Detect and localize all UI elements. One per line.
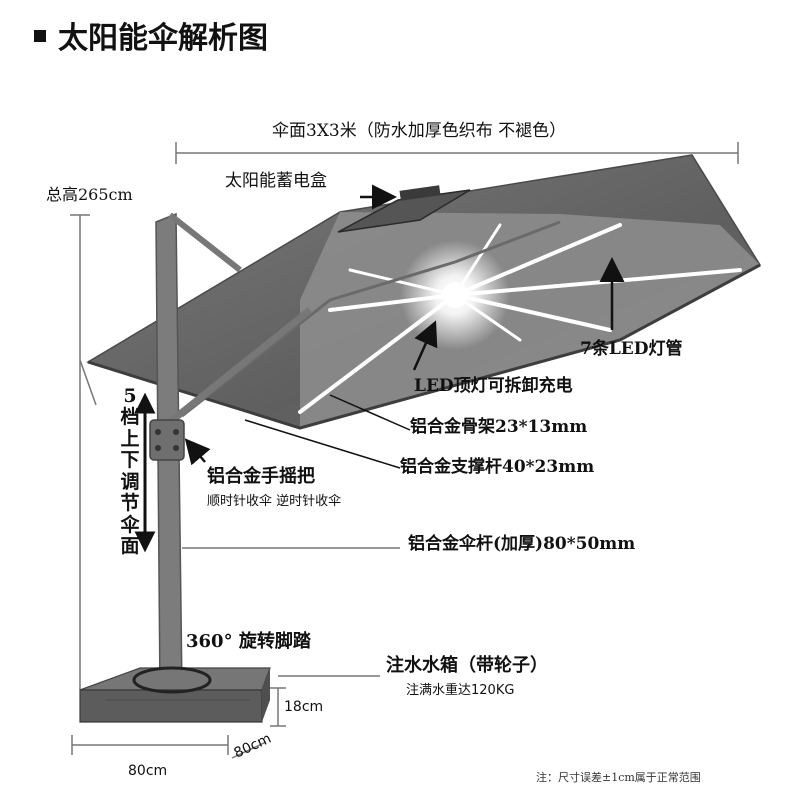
base-top <box>79 667 271 691</box>
crank-sub-label: 顺时针收伞 逆时针收伞 <box>207 494 342 509</box>
pole <box>149 212 313 691</box>
frame-label: 铝合金骨架23*13mm <box>410 417 588 437</box>
solar-box-panel <box>399 185 441 201</box>
support-arm <box>157 307 313 433</box>
tolerance-note: 注：尺寸误差±1cm属于正常范围 <box>536 771 701 784</box>
title-bullet <box>34 29 46 42</box>
total-height-label: 总高265cm <box>46 185 133 204</box>
width-80a-label: 80cm <box>128 763 168 779</box>
height-18-label: 18cm <box>284 699 324 715</box>
canopy-width-dimension <box>175 142 739 164</box>
base-side <box>262 668 270 722</box>
crank-handle <box>149 419 185 461</box>
rotation-ring <box>132 666 212 694</box>
base-front <box>79 689 263 723</box>
led-top-light <box>442 282 468 308</box>
page-title: 太阳能伞解析图 <box>34 22 268 55</box>
led-top-label: LED顶灯可拆卸充电 <box>414 376 573 396</box>
title-text: 太阳能伞解析图 <box>58 21 268 56</box>
adjust-arrow <box>134 392 156 553</box>
base-label: 注水水箱（带轮子） <box>386 655 548 676</box>
solar-box-label: 太阳能蓄电盒 <box>225 171 327 191</box>
adjust-label: 5档上下调节伞面 <box>120 385 140 558</box>
total-height-dimension <box>70 214 97 690</box>
support-label: 铝合金支撑杆40*23mm <box>400 457 595 477</box>
pointer-arrows <box>184 184 625 469</box>
base-sub-label: 注满水重达120KG <box>406 683 515 698</box>
pole-label: 铝合金伞杆(加厚)80*50mm <box>408 534 636 554</box>
rotate-label: 360° 旋转脚踏 <box>186 631 311 652</box>
solar-box <box>337 189 471 233</box>
canopy-edge <box>87 263 761 430</box>
canopy-label: 伞面3X3米（防水加厚色织布 不褪色） <box>272 121 567 141</box>
crank-label: 铝合金手摇把 <box>207 466 315 487</box>
top-arm <box>168 212 242 273</box>
water-base <box>79 666 271 723</box>
base-dimensions <box>71 547 400 759</box>
led-tubes-label: 7条LED灯管 <box>580 339 683 359</box>
